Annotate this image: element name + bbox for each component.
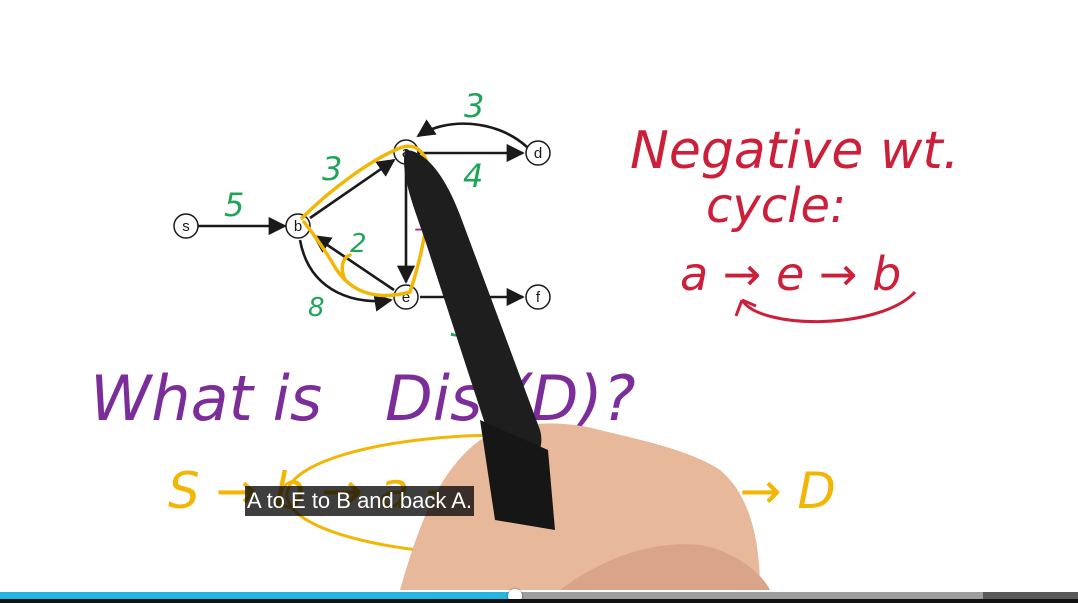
subtitle-caption: A to E to B and back A. xyxy=(245,486,475,516)
graph-nodes: s b a d e f xyxy=(173,139,551,310)
weight-d-a: 3 xyxy=(464,87,484,125)
weight-b-a: 3 xyxy=(322,150,342,188)
whiteboard-frame: s b a d e f 5 xyxy=(90,87,959,590)
negative-cycle-note: Negative wt. cycle: a → e → b xyxy=(630,121,959,324)
weight-s-b: 5 xyxy=(224,186,244,224)
node-s: s xyxy=(173,213,199,239)
cycle-return-arrow xyxy=(740,290,917,324)
node-f: f xyxy=(525,284,551,310)
note-cycle-path: a → e → b xyxy=(680,247,901,301)
node-label-d: d xyxy=(534,145,542,162)
question-left: What is xyxy=(90,362,322,435)
graph-edges xyxy=(198,119,528,312)
node-label-e: e xyxy=(402,289,410,306)
edge-b-a xyxy=(309,158,396,220)
edge-e-b xyxy=(312,234,395,292)
weight-b-e: 8 xyxy=(308,293,325,323)
node-label-b: b xyxy=(294,218,302,235)
node-label-f: f xyxy=(536,289,541,306)
edge-b-e xyxy=(298,239,393,312)
weight-e-b: 2 xyxy=(350,229,367,259)
controls-edge xyxy=(0,599,1078,603)
progress-played xyxy=(0,592,516,599)
edge-d-a xyxy=(416,119,528,148)
presenter-hand xyxy=(400,150,770,590)
note-title-line2: cycle: xyxy=(706,178,846,234)
note-title-line1: Negative wt. xyxy=(630,121,959,181)
node-b: b xyxy=(285,213,311,239)
weight-a-d: 4 xyxy=(463,157,483,195)
node-label-s: s xyxy=(182,218,190,235)
node-e: e xyxy=(393,284,419,310)
node-d: d xyxy=(525,140,551,166)
